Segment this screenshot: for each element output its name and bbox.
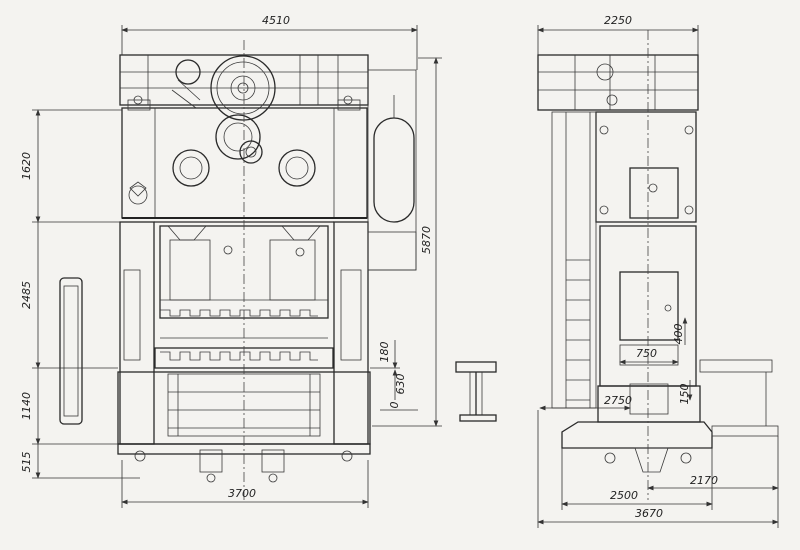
side-base [561, 359, 779, 473]
dim-front-width-bottom: 3700 [228, 487, 256, 500]
side-view [537, 30, 779, 500]
dim-front-total-height: 5870 [420, 226, 433, 254]
front-dimensions: 4510 1620 2485 1140 515 5870 180 630 0 3… [20, 14, 442, 508]
dim-front-height-middle: 2485 [20, 281, 33, 309]
front-view [59, 40, 497, 500]
side-dimensions: 2250 400 750 150 2750 2170 2500 3670 [537, 14, 779, 528]
dim-stroke-zero: 0 [388, 402, 401, 409]
dim-front-height-lower: 1140 [20, 392, 33, 420]
dim-front-height-base: 515 [20, 452, 33, 473]
dim-side-width-base: 2500 [610, 489, 638, 502]
dim-side-window-width: 750 [636, 347, 657, 360]
dim-side-offset: 2170 [690, 474, 718, 487]
front-side-panel [59, 277, 83, 425]
dim-side-platform-height: 150 [678, 384, 691, 405]
dim-front-height-upper: 1620 [20, 152, 33, 180]
dim-stroke-lower: 630 [394, 374, 407, 395]
side-ladder [551, 111, 597, 409]
dim-side-window-height: 400 [672, 324, 685, 345]
dim-side-platform-length: 2750 [604, 394, 632, 407]
dim-side-total-width: 3670 [635, 507, 663, 520]
dim-front-width-top: 4510 [262, 14, 290, 27]
flywheel [171, 55, 276, 121]
dim-side-width-top: 2250 [604, 14, 632, 27]
side-top-rail [537, 54, 699, 111]
air-tank [367, 69, 417, 271]
front-crown [121, 95, 368, 219]
die-stand [455, 361, 497, 422]
dim-stroke-small: 180 [378, 342, 391, 363]
